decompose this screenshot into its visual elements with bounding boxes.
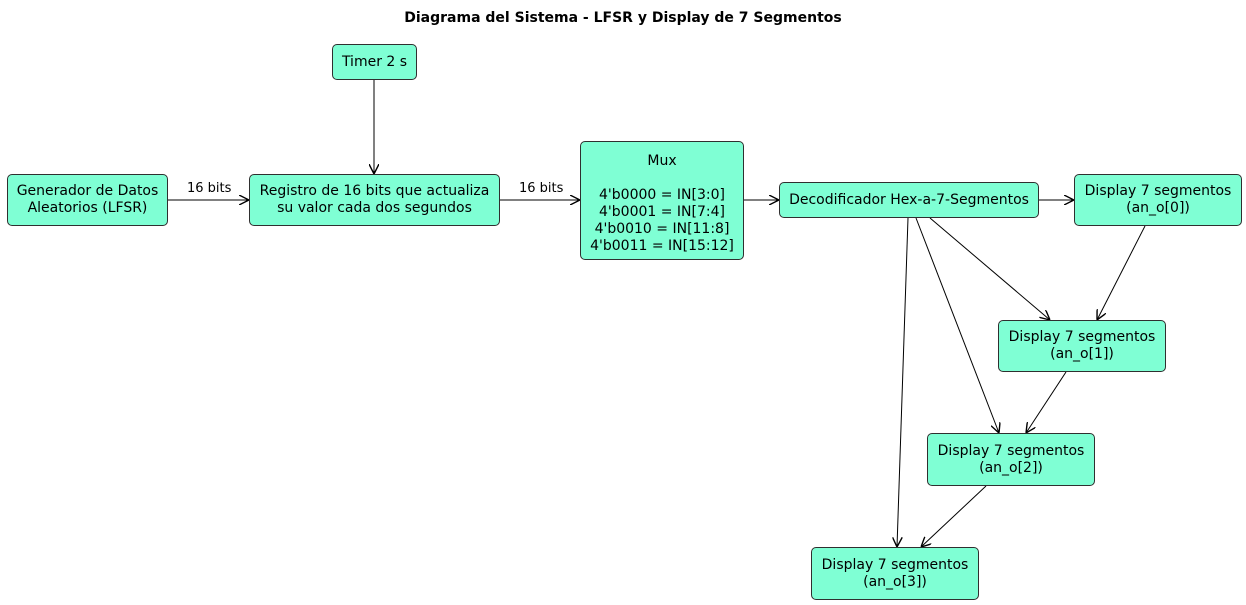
node-display1-line2: (an_o[1]) xyxy=(1050,346,1114,362)
node-display1: Display 7 segmentos (an_o[1]) xyxy=(998,320,1166,372)
node-display3-line1: Display 7 segmentos xyxy=(821,556,969,573)
node-lfsr-line2: Aleatorios (LFSR) xyxy=(27,200,148,216)
node-register-line1: Registro de 16 bits que actualiza xyxy=(259,183,490,199)
edge-decoder-to-display1 xyxy=(929,217,1050,320)
node-register-line2: su valor cada dos segundos xyxy=(277,200,472,216)
edge-decoder-to-display3 xyxy=(897,217,909,547)
node-display2-line1: Display 7 segmentos xyxy=(937,442,1085,459)
node-mux-line2: 4'b0001 = IN[7:4] xyxy=(599,204,725,220)
node-timer: Timer 2 s xyxy=(332,44,417,80)
node-mux-line4: 4'b0011 = IN[15:12] xyxy=(590,238,734,254)
edge-display2-to-display3 xyxy=(921,485,987,547)
diagram-title: Diagrama del Sistema - LFSR y Display de… xyxy=(404,10,842,26)
edge-decoder-to-display2 xyxy=(915,217,999,433)
node-lfsr-line1: Generador de Datos xyxy=(16,183,159,199)
node-display2: Display 7 segmentos (an_o[2]) xyxy=(927,433,1095,486)
node-timer-label: Timer 2 s xyxy=(341,53,408,70)
node-lfsr: Generador de Datos Aleatorios (LFSR) xyxy=(7,174,168,226)
node-display3: Display 7 segmentos (an_o[3]) xyxy=(811,547,979,600)
node-mux: Mux 4'b0000 = IN[3:0] 4'b0001 = IN[7:4] … xyxy=(580,141,744,260)
node-decoder-label: Decodificador Hex-a-7-Segmentos xyxy=(789,191,1029,208)
node-register: Registro de 16 bits que actualiza su val… xyxy=(249,174,500,226)
node-display2-line2: (an_o[2]) xyxy=(979,459,1043,476)
edge-display0-to-display1 xyxy=(1097,225,1146,320)
node-decoder: Decodificador Hex-a-7-Segmentos xyxy=(779,182,1039,218)
node-mux-line1: 4'b0000 = IN[3:0] xyxy=(599,187,725,203)
edge-label-lfsr-register: 16 bits xyxy=(187,181,232,196)
edge-label-register-mux: 16 bits xyxy=(519,181,564,196)
node-display0: Display 7 segmentos (an_o[0]) xyxy=(1074,174,1242,226)
edge-display1-to-display2 xyxy=(1026,371,1067,433)
node-mux-header: Mux xyxy=(647,153,677,169)
node-display0-line2: (an_o[0]) xyxy=(1126,200,1190,216)
node-display1-line1: Display 7 segmentos xyxy=(1008,329,1156,345)
node-mux-line3: 4'b0010 = IN[11:8] xyxy=(594,221,730,237)
node-display0-line1: Display 7 segmentos xyxy=(1084,183,1232,199)
node-display3-line2: (an_o[3]) xyxy=(863,573,927,590)
